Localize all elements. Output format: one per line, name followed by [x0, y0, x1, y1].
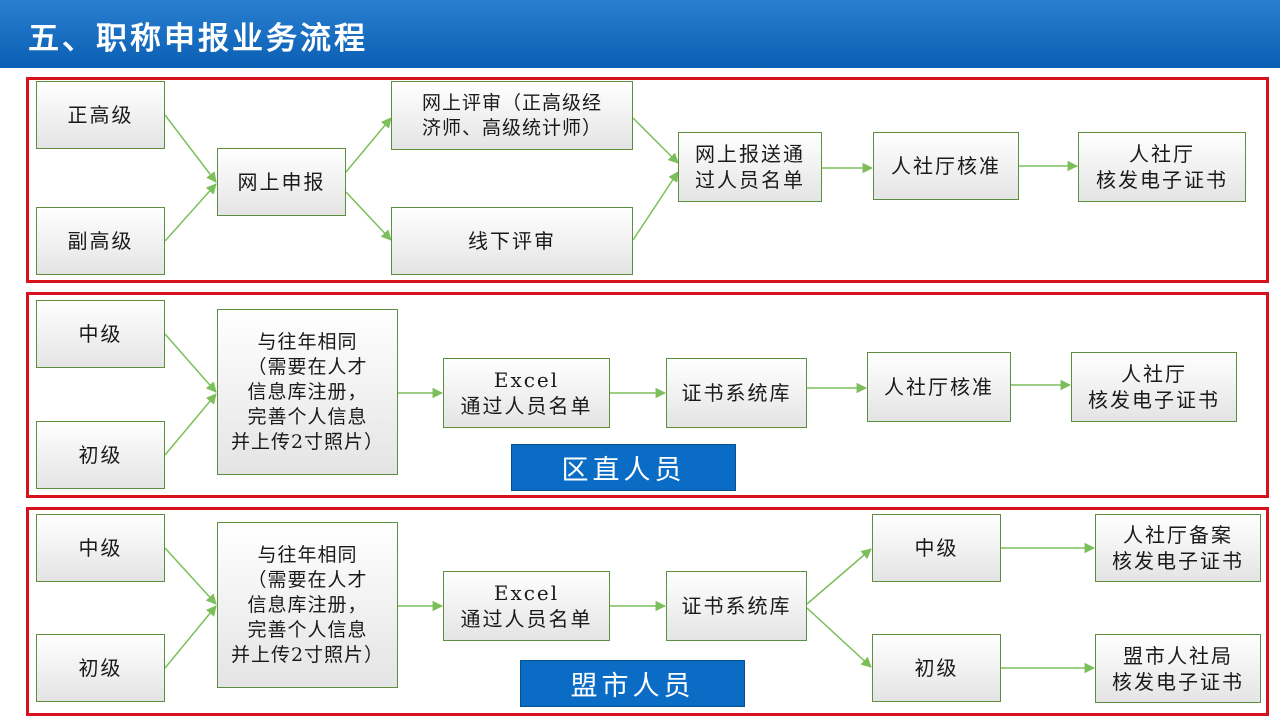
node-mid-3: 中级 [36, 514, 165, 582]
node-junior-3: 初级 [36, 634, 165, 702]
badge-league-city-staff: 盟市人员 [520, 660, 745, 707]
node-issue-mid: 人社厅备案 核发电子证书 [1095, 514, 1261, 582]
node-issue-2: 人社厅 核发电子证书 [1071, 352, 1237, 422]
badge-district-staff: 区直人员 [511, 444, 736, 491]
node-issue-junior: 盟市人社局 核发电子证书 [1095, 634, 1261, 703]
node-mid: 中级 [36, 300, 165, 368]
node-offline-review: 线下评审 [391, 207, 633, 275]
node-excel-list: Excel 通过人员名单 [443, 358, 610, 428]
node-same-as-before-3: 与往年相同 （需要在人才 信息库注册， 完善个人信息 并上传2寸照片） [217, 522, 398, 688]
node-online-review: 网上评审（正高级经 济师、高级统计师） [391, 81, 633, 150]
node-cert-db: 证书系统库 [666, 358, 807, 428]
node-submit-list: 网上报送通 过人员名单 [678, 132, 822, 202]
node-online-apply: 网上申报 [217, 148, 346, 216]
node-junior-out: 初级 [872, 634, 1001, 702]
node-same-as-before: 与往年相同 （需要在人才 信息库注册， 完善个人信息 并上传2寸照片） [217, 309, 398, 475]
section-frame-league [26, 507, 1269, 716]
node-mid-out: 中级 [872, 514, 1001, 582]
node-fu-gao: 副高级 [36, 207, 165, 275]
node-zheng-gao: 正高级 [36, 81, 165, 149]
node-issue: 人社厅 核发电子证书 [1078, 132, 1246, 202]
node-cert-db-3: 证书系统库 [666, 571, 807, 641]
section-frame-district [26, 292, 1269, 498]
section-frame-senior [26, 77, 1269, 283]
page-header: 五、职称申报业务流程 [0, 0, 1280, 68]
page-title: 五、职称申报业务流程 [28, 21, 368, 57]
node-approve: 人社厅核准 [873, 132, 1019, 200]
node-approve-2: 人社厅核准 [867, 352, 1011, 422]
node-junior: 初级 [36, 421, 165, 489]
node-excel-list-3: Excel 通过人员名单 [443, 571, 610, 641]
